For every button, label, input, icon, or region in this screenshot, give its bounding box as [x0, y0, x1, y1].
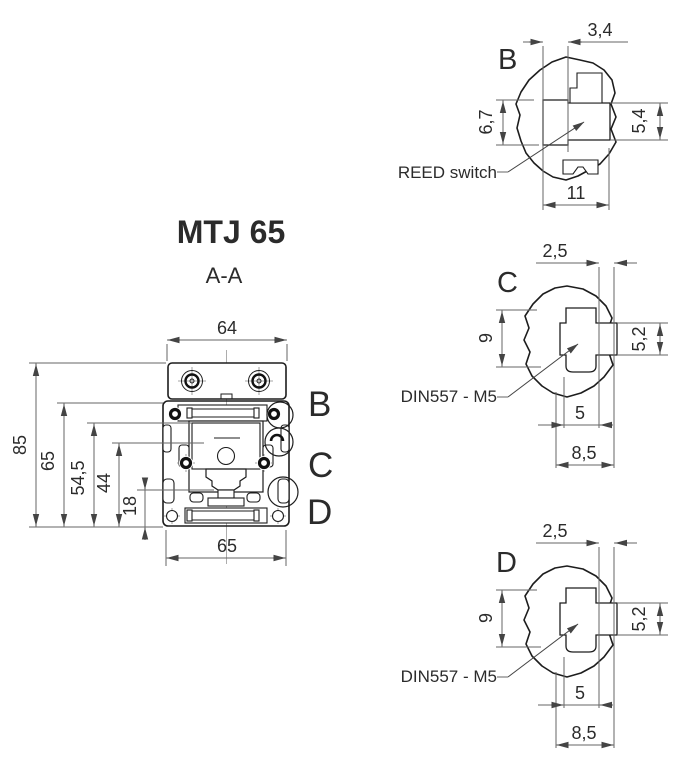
plate-screw-left — [178, 367, 206, 395]
plate-screw-right — [245, 367, 273, 395]
carriage-foot-left — [189, 492, 204, 503]
seal-cap — [186, 407, 193, 419]
dim-label-54-5: 54,5 — [68, 460, 88, 495]
dim-left-65: 65 — [38, 402, 163, 527]
mid-screw-left — [177, 454, 195, 472]
piston-bore — [216, 446, 236, 466]
dim-label-8-5-d: 8,5 — [571, 723, 596, 743]
dim-label-9-d: 9 — [476, 613, 496, 623]
seal-cap — [253, 407, 260, 419]
marker-letter-d: D — [307, 493, 332, 532]
top-screw-left — [168, 407, 182, 421]
dim-bottom-65: 65 — [165, 530, 287, 566]
seal-cap — [186, 509, 193, 522]
dim-label-8-5: 8,5 — [571, 443, 596, 463]
mid-screw-right — [255, 454, 273, 472]
marker-letter-b: B — [308, 385, 331, 424]
slot-bottom-notch — [562, 159, 599, 175]
dim-label-9: 9 — [476, 333, 496, 343]
dim-label-5: 5 — [575, 403, 585, 423]
dim-label-6-7: 6,7 — [476, 109, 496, 134]
dim-label-2-5-d: 2,5 — [542, 521, 567, 541]
dim-label-5-d: 5 — [575, 683, 585, 703]
marker-letter-c: C — [308, 446, 333, 485]
page-title: MTJ 65 — [177, 214, 285, 250]
left-lower-slot — [162, 478, 175, 504]
dim-label-2-5: 2,5 — [542, 241, 567, 261]
dim-label-85: 85 — [10, 435, 30, 455]
corner-hole-left — [164, 508, 180, 524]
bottom-slot-strip — [184, 507, 268, 524]
dim-label-5-2: 5,2 — [629, 326, 649, 351]
seal-cap — [253, 509, 260, 522]
dim-label-18: 18 — [120, 496, 140, 516]
dim-left-18: 18 — [120, 477, 214, 540]
detail-d-graphics — [496, 543, 668, 748]
dim-left-54-5: 54,5 — [68, 422, 192, 527]
set-screw-arc — [269, 433, 285, 442]
detail-b-blob — [515, 56, 617, 181]
detail-b-letter: B — [498, 44, 517, 76]
plate-notch — [220, 393, 233, 399]
corner-hole-right — [270, 508, 286, 524]
detail-c-letter: C — [497, 267, 518, 299]
top-screw-right — [267, 407, 281, 421]
din557-callout-c: DIN557 - M5 — [401, 387, 497, 406]
section-label: A-A — [206, 263, 243, 288]
detail-d: 2,5 9 5,2 5 8,5 DIN557 - M5 D — [401, 521, 668, 748]
right-lower-slot — [277, 478, 290, 504]
carriage-base — [207, 497, 245, 507]
dim-label-3-4: 3,4 — [587, 20, 612, 40]
dim-label-11: 11 — [567, 183, 586, 203]
dim-label-5-4: 5,4 — [629, 108, 649, 133]
reed-slot — [542, 99, 611, 146]
dim-label-44: 44 — [94, 473, 114, 493]
dim-label-5-2-d: 5,2 — [629, 606, 649, 631]
rail-stem — [217, 489, 235, 499]
dim-top-64: 64 — [166, 318, 288, 361]
din557-callout-d: DIN557 - M5 — [401, 667, 497, 686]
dim-left-44: 44 — [94, 442, 204, 527]
carriage-foot-right — [246, 492, 261, 503]
reed-switch-callout: REED switch — [398, 163, 497, 182]
dim-left-85: 85 — [10, 362, 166, 528]
main-section-view: B C D — [162, 350, 333, 564]
detail-circle-d — [267, 476, 299, 508]
nut-slot — [559, 307, 618, 373]
dim-label-65-left: 65 — [38, 451, 58, 471]
profile-body — [162, 400, 290, 527]
dim-label-64: 64 — [217, 318, 237, 338]
detail-b: 3,4 6,7 5,4 11 REED switch B — [398, 20, 668, 210]
left-edge-slot — [162, 424, 172, 453]
detail-c: 2,5 9 5,2 5 8,5 DIN557 - M5 C — [401, 241, 668, 469]
detail-blob — [523, 285, 615, 398]
detail-d-letter: D — [496, 547, 517, 579]
dim-label-65-bottom: 65 — [217, 536, 237, 556]
detail-circle-c — [264, 427, 294, 457]
slot-top-step — [569, 72, 603, 104]
detail-c-graphics — [496, 259, 668, 469]
